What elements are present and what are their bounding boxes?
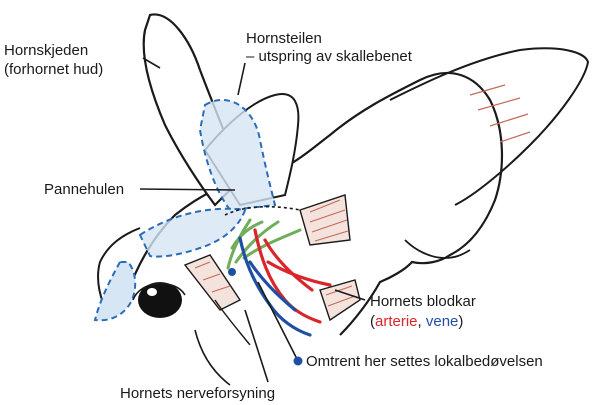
label-hornsteilen: Hornsteilen <box>246 30 322 48</box>
muzzle-outline <box>195 330 230 385</box>
label-hornskjeden: Hornskjeden <box>4 42 88 60</box>
eye-highlight <box>147 288 157 296</box>
legend-comma: , <box>418 313 426 330</box>
nerve-supply-line <box>215 300 250 345</box>
anaesthesia-point-dot <box>294 357 303 366</box>
legend-vene: vene <box>426 313 459 330</box>
cheek-muscle <box>320 280 360 320</box>
legend-paren-close: ) <box>458 313 463 330</box>
label-blodkar-legend: (arterie, vene) <box>370 313 463 331</box>
label-hornskjeden-sub: (forhornet hud) <box>4 61 103 79</box>
label-nerveforsyning: Hornets nerveforsyning <box>120 385 275 403</box>
label-blodkar: Hornets blodkar <box>370 293 476 311</box>
lower-sinus-fill <box>140 209 245 257</box>
ear-outline <box>390 48 588 205</box>
label-lokalbedovelse: Omtrent her settes lokalbedøvelsen <box>306 353 543 371</box>
nerve-point-dot <box>228 268 236 276</box>
label-pannehulen: Pannehulen <box>44 181 124 199</box>
label-hornsteilen-sub: – utspring av skallebenet <box>246 48 412 66</box>
facial-sinus-dashed <box>95 262 135 320</box>
masseter-muscle <box>185 255 240 310</box>
legend-arterie: arterie <box>375 313 418 330</box>
